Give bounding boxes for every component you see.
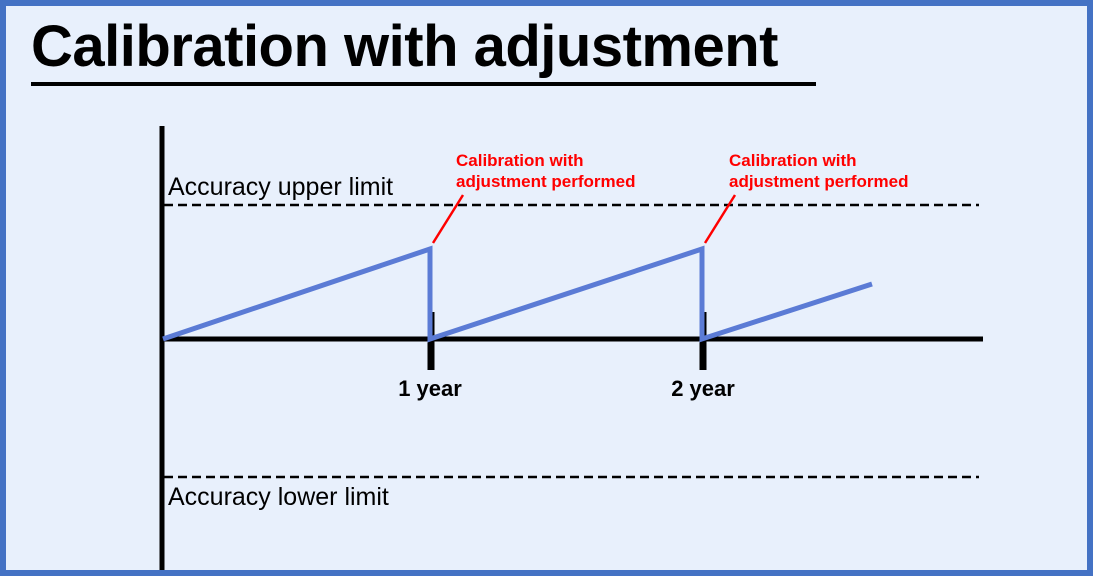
accuracy-lower-limit-label: Accuracy lower limit xyxy=(168,483,389,511)
annotation-2-line-1: Calibration with xyxy=(729,151,857,170)
tick-label-1-year: 1 year xyxy=(398,376,462,401)
title-underline xyxy=(31,82,816,86)
leader-line-2 xyxy=(703,194,737,244)
drift-chart xyxy=(159,126,983,570)
annotation-calibration-event-1: Calibration with adjustment performed xyxy=(456,150,635,192)
annotation-calibration-event-2: Calibration with adjustment performed xyxy=(729,150,908,192)
slide-content: Calibration with adjustment Accuracy upp… xyxy=(6,6,1087,570)
drift-sawtooth-line xyxy=(162,245,873,343)
annotation-1-line-1: Calibration with xyxy=(456,151,584,170)
page-title: Calibration with adjustment xyxy=(31,14,779,79)
tick-label-2-year: 2 year xyxy=(671,376,735,401)
accuracy-upper-limit-label: Accuracy upper limit xyxy=(168,173,394,201)
leader-line-1 xyxy=(431,194,465,244)
annotation-2-line-2: adjustment performed xyxy=(729,172,909,191)
annotation-1-line-2: adjustment performed xyxy=(456,172,636,191)
